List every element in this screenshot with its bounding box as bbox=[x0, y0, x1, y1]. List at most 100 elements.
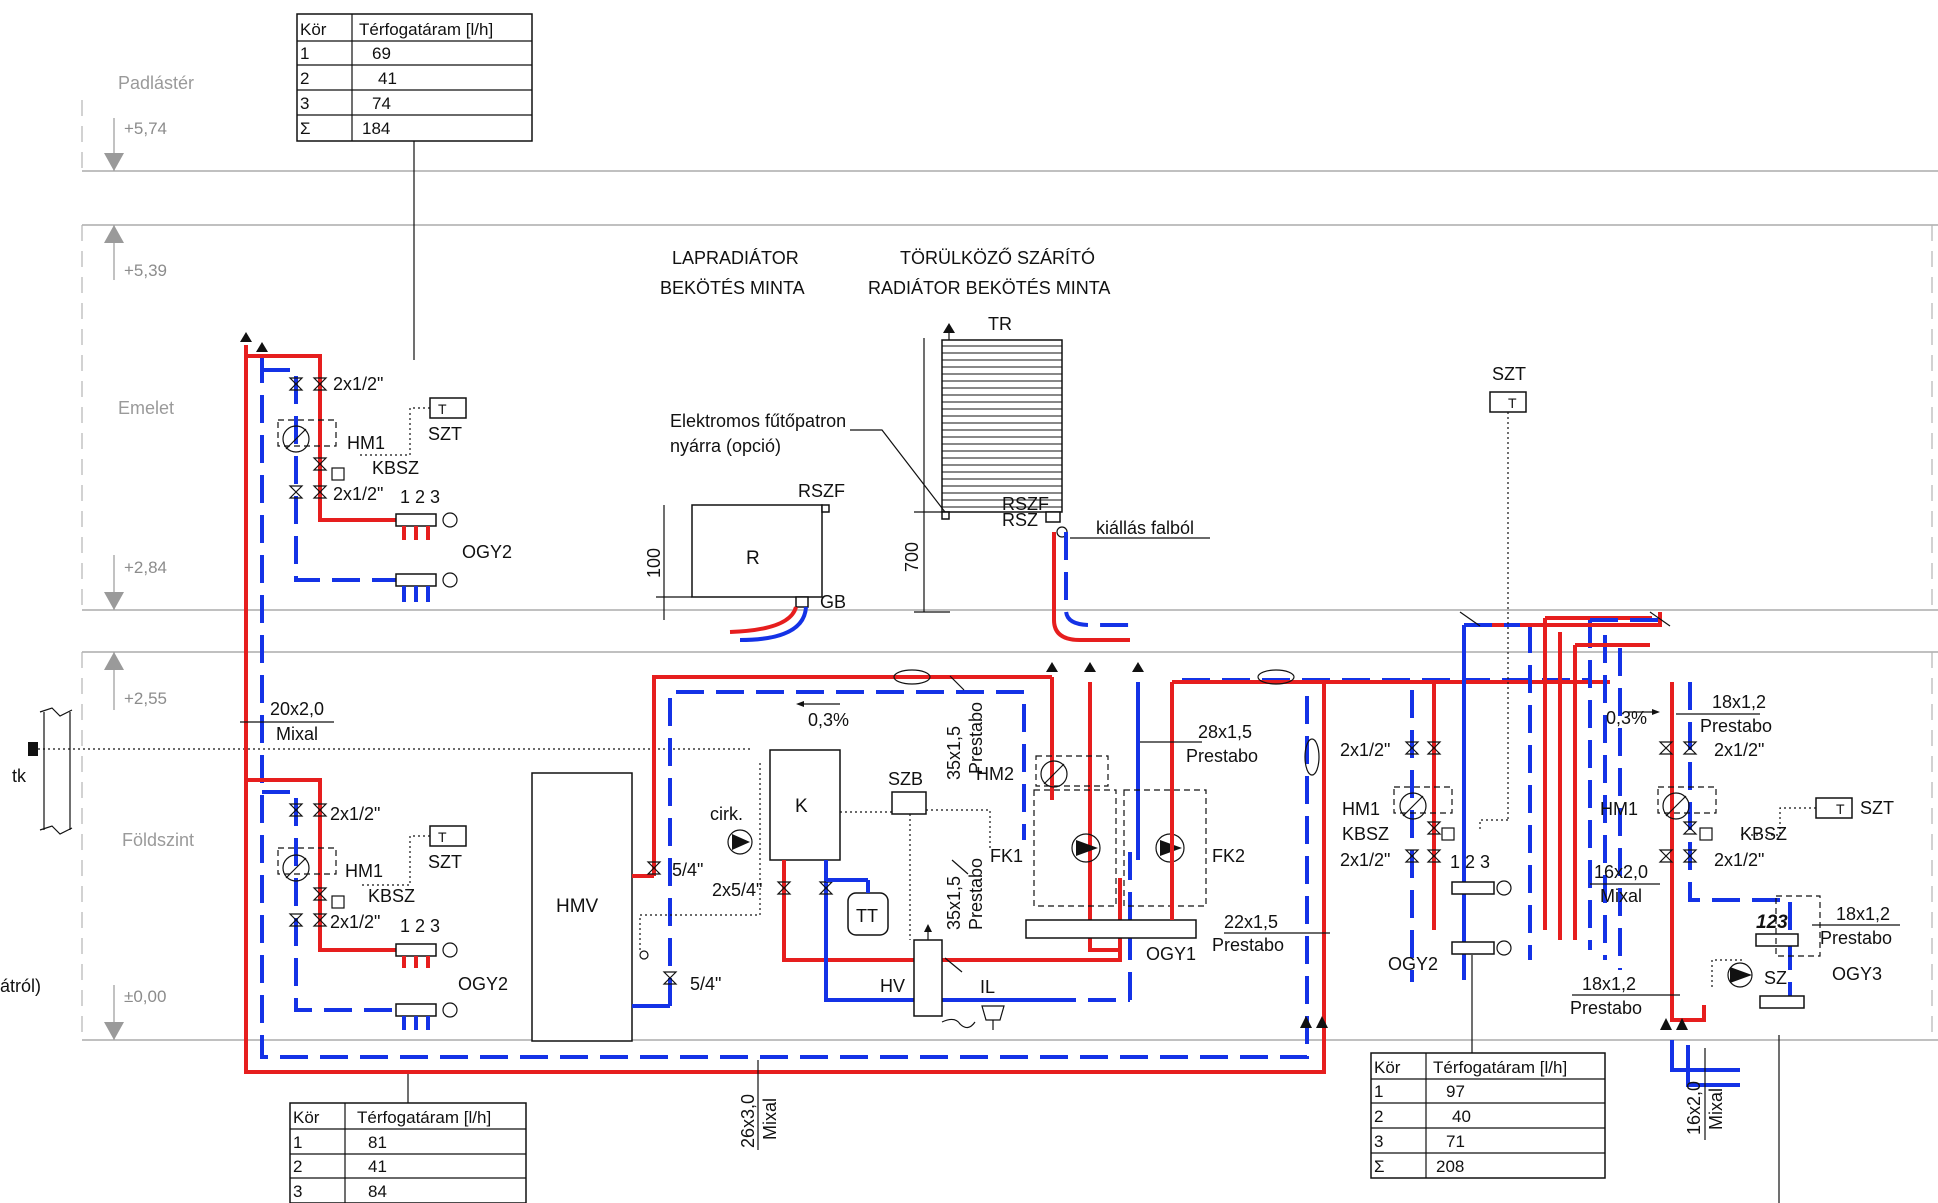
svg-text:K: K bbox=[795, 796, 808, 817]
svg-text:Prestabo: Prestabo bbox=[966, 702, 986, 774]
svg-text:KBSZ: KBSZ bbox=[1342, 824, 1389, 844]
svg-text:Mixal: Mixal bbox=[1706, 1088, 1726, 1130]
upper-szt-label: SZT bbox=[428, 424, 462, 444]
valve-54-upper: 5/4" bbox=[672, 860, 703, 880]
svg-text:kiállás falból: kiállás falból bbox=[1096, 518, 1194, 538]
svg-text:16x2,0: 16x2,0 bbox=[1684, 1081, 1704, 1135]
tk-label: tk bbox=[12, 766, 27, 786]
svg-text:R: R bbox=[746, 548, 760, 569]
svg-text:OGY2: OGY2 bbox=[1388, 954, 1438, 974]
fk2-label: FK2 bbox=[1212, 846, 1245, 866]
svg-text:Prestabo: Prestabo bbox=[1186, 746, 1258, 766]
upper-valve-label-1: 2x1/2" bbox=[333, 374, 383, 394]
svg-text:nyárra (opció): nyárra (opció) bbox=[670, 436, 781, 456]
right-ogy3-group: 2x1/2" HM1 KBSZ 2x1/2" T SZT 18x1,2 Pres… bbox=[1570, 682, 1900, 1140]
svg-text:Térfogatáram [l/h]: Térfogatáram [l/h] bbox=[357, 1108, 491, 1127]
svg-text:26x3,0: 26x3,0 bbox=[738, 1094, 758, 1148]
pipe-spec-20x2: 20x2,0 Mixal bbox=[240, 699, 334, 744]
svg-text:100: 100 bbox=[644, 548, 664, 578]
svg-text:18x1,2: 18x1,2 bbox=[1836, 904, 1890, 924]
svg-text:RSZF: RSZF bbox=[798, 481, 845, 501]
svg-text:Kör: Kör bbox=[300, 20, 327, 39]
boiler-room: HMV 5/4" 5/4" K cirk. 2x5/4" SZB TT HV bbox=[531, 669, 1132, 1042]
svg-text:HM1: HM1 bbox=[1600, 799, 1638, 819]
svg-text:1 2 3: 1 2 3 bbox=[1450, 852, 1490, 872]
svg-text:41: 41 bbox=[368, 1157, 387, 1176]
towel-radiator-detail: TÖRÜLKÖZŐ SZÁRÍTÓ RADIÁTOR BEKÖTÉS MINTA… bbox=[670, 247, 1210, 642]
level-ground: Földszint bbox=[122, 830, 194, 850]
ogy1-label: OGY1 bbox=[1146, 944, 1196, 964]
pipe-spec-26x3: 26x3,0 Mixal bbox=[738, 1060, 780, 1150]
elevation-539: +5,39 bbox=[124, 261, 167, 280]
ground-valve-label-2: 2x1/2" bbox=[330, 912, 380, 932]
upper-manifold-group: 2x1/2" 2x1/2" HM1 KBSZ T SZT 1 2 3 OGY2 bbox=[246, 354, 512, 602]
svg-text:Prestabo: Prestabo bbox=[1700, 716, 1772, 736]
svg-text:97: 97 bbox=[1446, 1082, 1465, 1101]
boiler-k bbox=[769, 749, 841, 861]
elevation-000: ±0,00 bbox=[124, 987, 166, 1006]
circ-pump-label: cirk. bbox=[710, 804, 743, 824]
szb-label: SZB bbox=[888, 769, 923, 789]
fk1-box bbox=[1033, 789, 1117, 907]
right-pipe-16x2: 16x2,0 Mixal bbox=[1590, 862, 1660, 906]
level-upper: Emelet bbox=[118, 398, 174, 418]
ground-manifold-group: 2x1/2" 2x1/2" HM1 KBSZ T SZT 1 2 3 OGY2 bbox=[246, 778, 508, 1030]
svg-text:2x1/2": 2x1/2" bbox=[1340, 850, 1390, 870]
svg-text:Kör: Kör bbox=[293, 1108, 320, 1127]
svg-text:700: 700 bbox=[902, 542, 922, 572]
svg-text:3: 3 bbox=[1374, 1132, 1383, 1151]
svg-text:Térfogatáram [l/h]: Térfogatáram [l/h] bbox=[359, 20, 493, 39]
ground-circuit-numbers: 1 2 3 bbox=[400, 916, 440, 936]
svg-text:RADIÁTOR BEKÖTÉS MINTA: RADIÁTOR BEKÖTÉS MINTA bbox=[868, 278, 1110, 298]
upper-kbsz-label: KBSZ bbox=[372, 458, 419, 478]
svg-text:0,3%: 0,3% bbox=[1606, 708, 1647, 728]
svg-text:3: 3 bbox=[293, 1182, 302, 1201]
svg-text:Prestabo: Prestabo bbox=[966, 858, 986, 930]
svg-text:Prestabo: Prestabo bbox=[1820, 928, 1892, 948]
upper-valve-label-2: 2x1/2" bbox=[333, 484, 383, 504]
floor-slabs bbox=[81, 100, 1938, 1041]
svg-text:T: T bbox=[1508, 395, 1517, 411]
ogy1-manifold bbox=[1025, 919, 1197, 939]
panel-radiator bbox=[691, 504, 823, 598]
pump-groups: FK1 FK2 HM2 OGY1 28x1,5 Prestabo 22x1,5 … bbox=[976, 662, 1610, 1028]
svg-text:2x1/2": 2x1/2" bbox=[1340, 740, 1390, 760]
ground-ogy2-label: OGY2 bbox=[458, 974, 508, 994]
svg-text:Kör: Kör bbox=[1374, 1058, 1401, 1077]
svg-text:KBSZ: KBSZ bbox=[1740, 824, 1787, 844]
svg-text:Σ: Σ bbox=[300, 119, 311, 138]
svg-text:IL: IL bbox=[980, 977, 995, 997]
svg-text:1: 1 bbox=[300, 44, 309, 63]
svg-text:74: 74 bbox=[372, 94, 391, 113]
svg-text:84: 84 bbox=[368, 1182, 387, 1201]
svg-text:RSZF: RSZF bbox=[1002, 494, 1049, 514]
svg-text:Prestabo: Prestabo bbox=[1212, 935, 1284, 955]
svg-text:SZT: SZT bbox=[1860, 798, 1894, 818]
svg-text:2: 2 bbox=[1374, 1107, 1383, 1126]
svg-text:1: 1 bbox=[293, 1133, 302, 1152]
svg-text:Prestabo: Prestabo bbox=[1570, 998, 1642, 1018]
slope-label-center: 0,3% bbox=[808, 710, 849, 730]
towel-radiator bbox=[941, 339, 1063, 513]
flow-table-bottom-left: Kör Térfogatáram [l/h] 1 81 2 41 3 84 bbox=[289, 1070, 527, 1203]
towel-radiator-frame bbox=[941, 339, 1063, 513]
ground-hm1-label: HM1 bbox=[345, 861, 383, 881]
svg-text:3: 3 bbox=[300, 94, 309, 113]
svg-text:OGY3: OGY3 bbox=[1832, 964, 1882, 984]
svg-text:16x2,0: 16x2,0 bbox=[1594, 862, 1648, 882]
svg-text:2: 2 bbox=[300, 69, 309, 88]
svg-text:Térfogatáram [l/h]: Térfogatáram [l/h] bbox=[1433, 1058, 1567, 1077]
svg-text:28x1,5: 28x1,5 bbox=[1198, 722, 1252, 742]
svg-text:20x2,0: 20x2,0 bbox=[270, 699, 324, 719]
svg-text:LAPRADIÁTOR: LAPRADIÁTOR bbox=[672, 248, 799, 268]
hm2-label: HM2 bbox=[976, 764, 1014, 784]
svg-text:TR: TR bbox=[988, 314, 1012, 334]
panel-radiator-detail: LAPRADIÁTOR BEKÖTÉS MINTA R RSZF GB 100 bbox=[644, 248, 846, 642]
elevation-markers: +5,74 +5,39 +2,84 +2,55 ±0,00 bbox=[104, 118, 167, 1040]
svg-text:T: T bbox=[438, 829, 447, 845]
svg-text:2: 2 bbox=[293, 1157, 302, 1176]
elevation-255: +2,55 bbox=[124, 689, 167, 708]
svg-text:HV: HV bbox=[880, 976, 905, 996]
svg-text:18x1,2: 18x1,2 bbox=[1582, 974, 1636, 994]
